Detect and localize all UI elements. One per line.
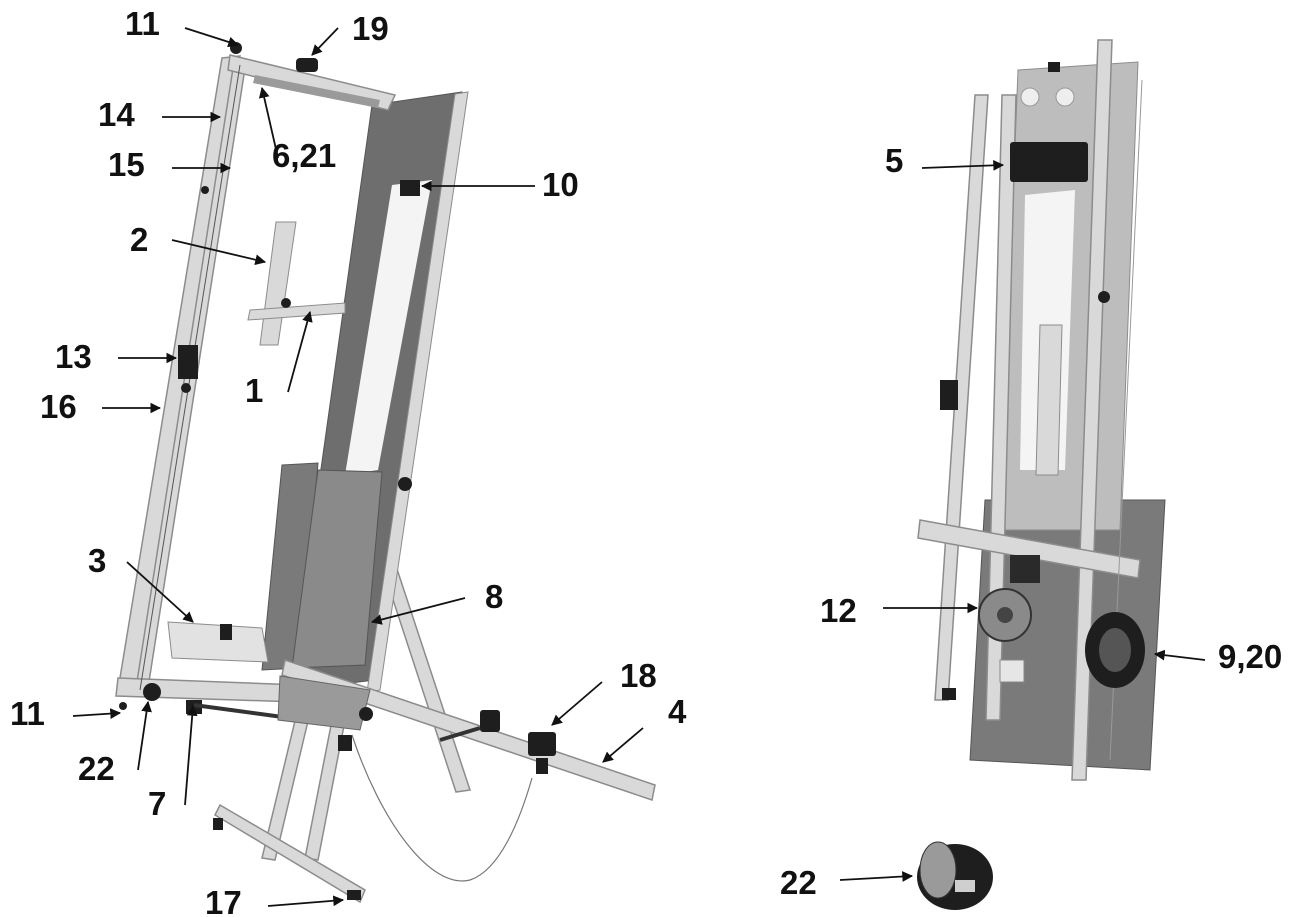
bottom-tension-assembly xyxy=(119,683,291,720)
foot-cap-icon xyxy=(347,890,361,900)
knob-icon xyxy=(220,624,232,640)
callout-17: 17 xyxy=(205,884,242,917)
motor-icon xyxy=(1010,555,1040,583)
callout-7: 7 xyxy=(148,785,166,822)
screw-icon xyxy=(119,702,127,710)
switch-box-icon xyxy=(400,180,420,196)
rear-rails xyxy=(917,39,1141,781)
right-rail xyxy=(366,91,469,693)
foot-cap-icon xyxy=(213,818,223,830)
callout-12: 12 xyxy=(820,592,857,629)
top-tension-assembly xyxy=(230,42,380,108)
knob-icon xyxy=(181,383,191,393)
machine-front-view xyxy=(115,42,656,904)
tension-handle-inner-icon xyxy=(1099,628,1131,672)
knob-icon xyxy=(1055,87,1075,107)
knob-icon xyxy=(1020,87,1040,107)
clamp-icon xyxy=(940,380,958,410)
callout-4: 4 xyxy=(668,693,687,730)
callout-1: 1 xyxy=(245,372,263,409)
knob-icon xyxy=(536,758,548,774)
back-panel-window xyxy=(345,180,432,475)
callout-11-bottom: 11 xyxy=(10,695,45,732)
stop-block-icon xyxy=(528,732,556,756)
fence-guide xyxy=(247,221,346,346)
knob-icon xyxy=(143,683,161,701)
callout-10: 10 xyxy=(542,166,579,203)
callout-22-right: 22 xyxy=(780,864,817,901)
knob-icon xyxy=(201,186,209,194)
worktable xyxy=(167,621,269,663)
warning-box-icon xyxy=(999,659,1025,683)
callout-6-21: 6,21 xyxy=(272,137,336,174)
callout-11-top: 11 xyxy=(125,5,160,42)
machine-rear-view xyxy=(917,39,1166,781)
callout-arrows xyxy=(72,27,1206,907)
callout-15: 15 xyxy=(108,146,145,183)
knob-icon xyxy=(1098,291,1110,303)
callout-9-20: 9,20 xyxy=(1218,638,1282,675)
rail-bracket xyxy=(277,675,371,731)
callout-22-left: 22 xyxy=(78,750,115,787)
knob-icon xyxy=(281,298,291,308)
callout-2: 2 xyxy=(130,221,148,258)
clamp-icon xyxy=(178,345,198,379)
callout-13: 13 xyxy=(55,338,92,375)
knob-icon xyxy=(480,710,500,732)
foam-block-front xyxy=(291,469,383,669)
callout-16: 16 xyxy=(40,388,77,425)
power-cable xyxy=(351,734,533,882)
callout-14: 14 xyxy=(98,96,135,133)
callout-19: 19 xyxy=(352,10,389,47)
callout-5: 5 xyxy=(885,142,903,179)
callout-3: 3 xyxy=(88,542,106,579)
screw-icon xyxy=(1048,62,1060,72)
callout-8: 8 xyxy=(485,578,503,615)
transformer-box-icon xyxy=(1010,142,1088,182)
knob-icon xyxy=(398,477,412,491)
knob-icon xyxy=(296,58,318,72)
knob-icon xyxy=(359,707,373,721)
wire-spool-hub-icon xyxy=(997,607,1013,623)
knob-icon xyxy=(942,688,956,700)
spare-wire-spool xyxy=(917,841,993,910)
callout-18: 18 xyxy=(620,657,657,694)
rear-guide xyxy=(1035,324,1063,476)
knob-icon xyxy=(338,735,352,751)
